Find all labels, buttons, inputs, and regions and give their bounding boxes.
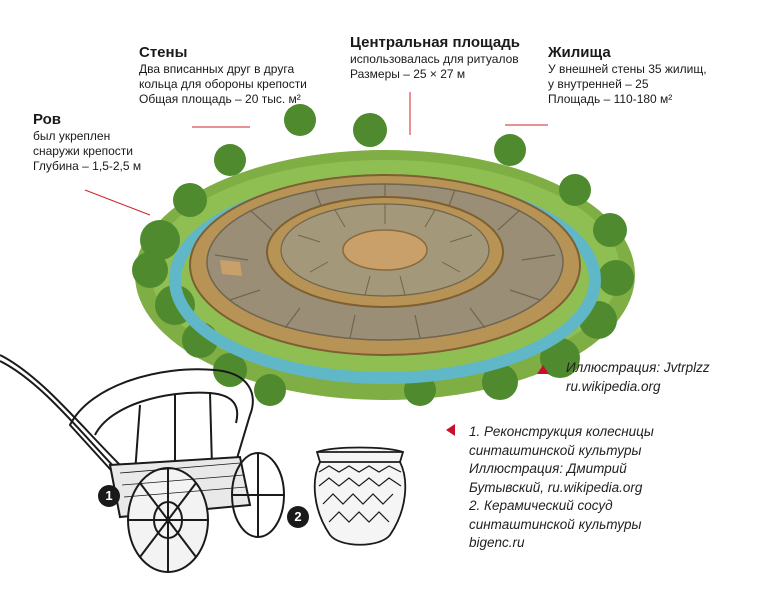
label-dwellings: Жилища У внешней стены 35 жилищ, у внутр… — [548, 44, 707, 107]
label-walls-title: Стены — [139, 44, 188, 61]
label-moat: Ров был укреплен снаружи крепости Глубин… — [33, 111, 141, 174]
label-walls-line: Два вписанных друг в друга — [139, 62, 295, 76]
inner-dwelling-dividers — [297, 204, 473, 296]
caption-line: Иллюстрация: Jvtrplzz — [566, 360, 710, 375]
label-square-title: Центральная площадь — [350, 34, 520, 51]
fortress-illustration — [132, 104, 635, 406]
label-walls: Стены Два вписанных друг в друга кольца … — [139, 44, 307, 107]
badge-chariot: 1 — [98, 485, 120, 507]
caption-line: Иллюстрация: Дмитрий — [469, 461, 627, 476]
caption-line: синташтинской культуры — [469, 442, 642, 458]
label-square-line: Размеры – 25 × 27 м — [350, 67, 466, 81]
label-dwellings-line: Площадь – 110-180 м² — [548, 92, 673, 106]
label-dwellings-line: У внешней стены 35 жилищ, — [548, 62, 707, 76]
caption-line: bigenc.ru — [469, 535, 525, 550]
label-walls-line: Общая площадь – 20 тыс. м² — [139, 92, 301, 106]
label-moat-line: был укреплен — [33, 129, 111, 143]
caption-objects: 1. Реконструкция колесницы синташтинской… — [469, 423, 654, 553]
caption-main-illustration: Иллюстрация: Jvtrplzz ru.wikipedia.org — [566, 359, 710, 396]
chariot-pole — [0, 354, 121, 466]
label-square-line: использовалась для ритуалов — [350, 52, 519, 66]
label-dwellings-title: Жилища — [548, 44, 611, 61]
caption-line: 2. Керамический сосуд — [469, 498, 613, 513]
caption-line: ru.wikipedia.org — [566, 378, 661, 394]
badge-vessel: 2 — [287, 506, 309, 528]
caption-line: синташтинской культуры — [469, 516, 642, 532]
caption-line: 1. Реконструкция колесницы — [469, 424, 654, 439]
chariot-body — [68, 368, 254, 482]
arrow-up-icon — [537, 365, 549, 374]
label-dwellings-line: у внутренней – 25 — [548, 77, 649, 91]
central-square — [342, 229, 428, 271]
label-moat-line: Глубина – 1,5-2,5 м — [33, 159, 142, 173]
vessel-outline — [313, 446, 407, 546]
label-walls-line: кольца для обороны крепости — [139, 77, 307, 91]
leader-moat — [84, 189, 151, 216]
arrow-left-icon — [446, 424, 455, 436]
label-moat-title: Ров — [33, 111, 62, 128]
caption-line: Бутывский, ru.wikipedia.org — [469, 479, 643, 495]
label-moat-line: снаружи крепости — [33, 144, 134, 158]
vessel-illustration — [313, 446, 407, 546]
fortress-gate — [220, 260, 242, 276]
label-square: Центральная площадь использовалась для р… — [350, 34, 520, 82]
chariot-illustration — [0, 354, 285, 573]
